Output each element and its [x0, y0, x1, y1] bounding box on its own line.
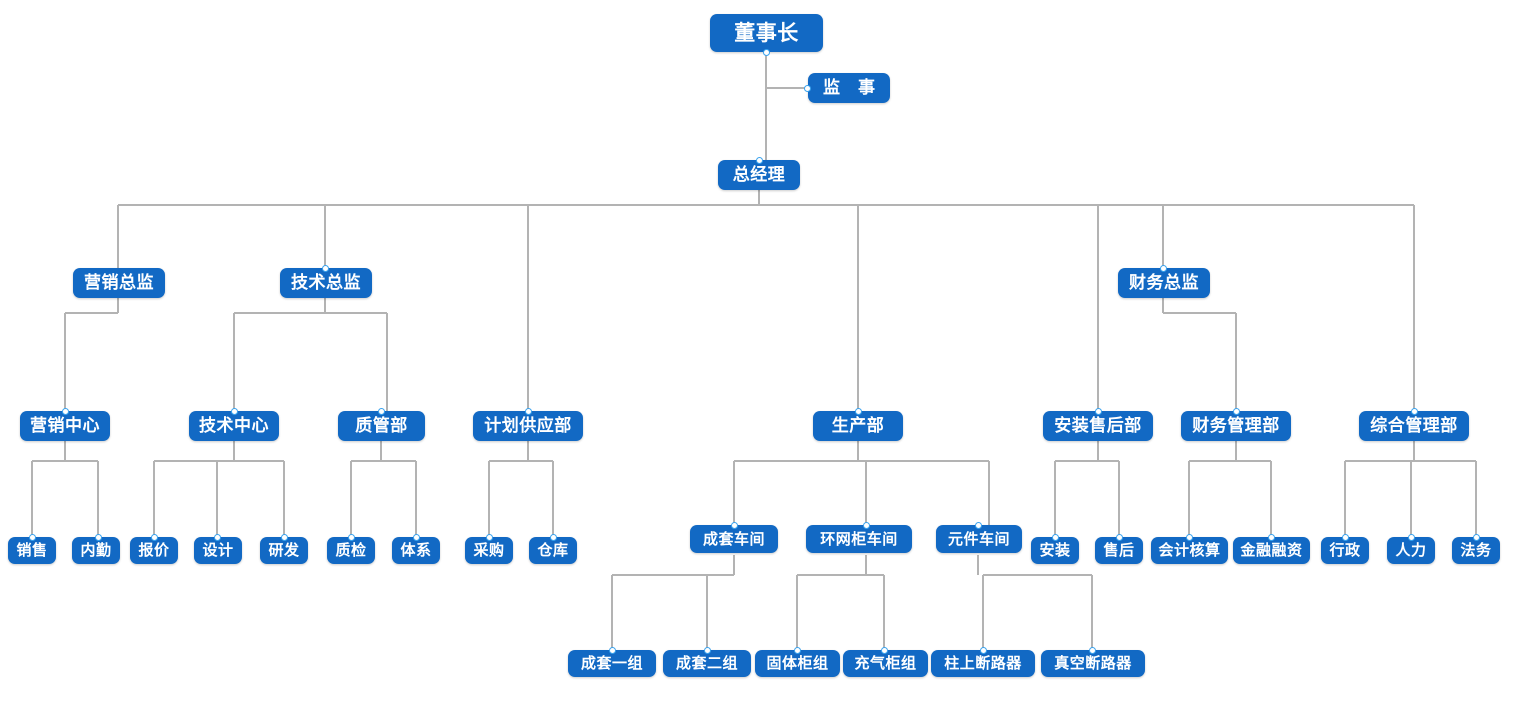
node-dir-marketing[interactable]: 营销总监 [73, 268, 165, 298]
node-install-service[interactable]: 安装售后部 [1043, 411, 1153, 441]
node-label: 质检 [335, 541, 367, 559]
node-label: 综合管理部 [1370, 415, 1458, 436]
node-rmu-workshop[interactable]: 环网柜车间 [806, 525, 912, 553]
node-label: 体系 [400, 541, 432, 559]
node-label: 设计 [202, 541, 234, 559]
node-rnd[interactable]: 研发 [260, 537, 308, 564]
node-label: 真空断路器 [1054, 654, 1132, 672]
node-assembly-workshop[interactable]: 成套车间 [690, 525, 778, 553]
node-pole-breaker[interactable]: 柱上断路器 [931, 650, 1035, 677]
node-label: 财务总监 [1129, 272, 1199, 293]
node-label: 法务 [1460, 541, 1492, 559]
node-legal[interactable]: 法务 [1452, 537, 1500, 564]
node-label: 行政 [1329, 541, 1361, 559]
node-chairman[interactable]: 董事长 [710, 14, 823, 52]
node-supervisor[interactable]: 监 事 [808, 73, 890, 103]
node-label: 内勤 [80, 541, 112, 559]
node-vacuum-breaker[interactable]: 真空断路器 [1041, 650, 1145, 677]
node-label: 仓库 [537, 541, 569, 559]
node-label: 成套二组 [675, 654, 738, 672]
node-marketing-center[interactable]: 营销中心 [20, 411, 110, 441]
node-purchase[interactable]: 采购 [465, 537, 513, 564]
node-label: 研发 [268, 541, 300, 559]
node-label: 固体柜组 [766, 654, 829, 672]
node-label: 元件车间 [947, 529, 1010, 548]
node-quality-dept[interactable]: 质管部 [338, 411, 425, 441]
node-label: 计划供应部 [484, 415, 572, 436]
node-label: 人力 [1395, 541, 1427, 559]
node-label: 环网柜车间 [820, 529, 898, 548]
node-after-sales[interactable]: 售后 [1095, 537, 1143, 564]
node-financing[interactable]: 金融融资 [1233, 537, 1310, 564]
node-label: 营销总监 [84, 272, 154, 293]
node-label: 财务管理部 [1192, 415, 1280, 436]
node-general-mgmt[interactable]: 综合管理部 [1359, 411, 1469, 441]
node-inner-office[interactable]: 内勤 [72, 537, 120, 564]
node-install[interactable]: 安装 [1031, 537, 1079, 564]
node-label: 技术中心 [199, 415, 269, 436]
node-gas-cabinet-group[interactable]: 充气柜组 [843, 650, 928, 677]
node-label: 报价 [138, 541, 170, 559]
node-warehouse[interactable]: 仓库 [529, 537, 577, 564]
node-accounting[interactable]: 会计核算 [1151, 537, 1228, 564]
node-finance-mgmt[interactable]: 财务管理部 [1181, 411, 1291, 441]
node-quotation[interactable]: 报价 [130, 537, 178, 564]
node-plan-supply[interactable]: 计划供应部 [473, 411, 583, 441]
node-label: 充气柜组 [854, 654, 917, 672]
node-label: 董事长 [734, 20, 799, 45]
node-assembly-group-1[interactable]: 成套一组 [568, 650, 656, 677]
node-label: 营销中心 [30, 415, 100, 436]
node-label: 质管部 [355, 415, 408, 436]
node-label: 金融融资 [1240, 541, 1303, 559]
node-assembly-group-2[interactable]: 成套二组 [663, 650, 751, 677]
node-label: 销售 [16, 541, 48, 559]
node-solid-cabinet-group[interactable]: 固体柜组 [755, 650, 840, 677]
node-label: 柱上断路器 [944, 654, 1022, 672]
node-label: 技术总监 [291, 272, 361, 293]
node-label: 采购 [473, 541, 505, 559]
node-hr[interactable]: 人力 [1387, 537, 1435, 564]
node-label: 监 事 [823, 77, 881, 98]
node-label: 总经理 [732, 164, 786, 185]
node-label: 安装 [1039, 541, 1071, 559]
node-sales[interactable]: 销售 [8, 537, 56, 564]
node-component-workshop[interactable]: 元件车间 [936, 525, 1022, 553]
node-design[interactable]: 设计 [194, 537, 242, 564]
node-dir-finance[interactable]: 财务总监 [1118, 268, 1210, 298]
node-dir-tech[interactable]: 技术总监 [280, 268, 372, 298]
node-system[interactable]: 体系 [392, 537, 440, 564]
node-admin[interactable]: 行政 [1321, 537, 1369, 564]
node-tech-center[interactable]: 技术中心 [189, 411, 279, 441]
node-label: 生产部 [831, 415, 885, 436]
node-gm[interactable]: 总经理 [718, 160, 800, 190]
node-qc[interactable]: 质检 [327, 537, 375, 564]
node-production[interactable]: 生产部 [813, 411, 903, 441]
node-label: 会计核算 [1158, 541, 1221, 559]
node-label: 成套车间 [702, 529, 765, 548]
node-label: 成套一组 [580, 654, 643, 672]
node-label: 安装售后部 [1054, 415, 1142, 436]
node-label: 售后 [1103, 541, 1135, 559]
